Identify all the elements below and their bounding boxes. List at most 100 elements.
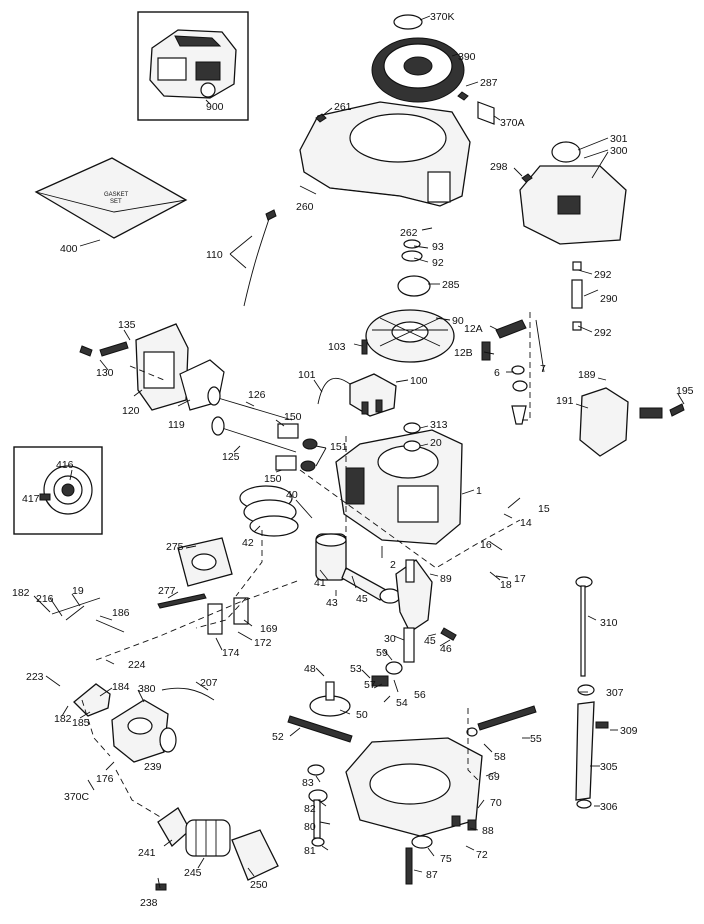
label-169: 169 [260, 623, 278, 635]
label-45-bottom: 45 [424, 635, 436, 647]
label-59: 59 [376, 647, 388, 659]
label-43: 43 [326, 597, 338, 609]
recoil-starter [371, 14, 469, 103]
cylinder-block [335, 422, 463, 545]
label-313: 313 [430, 419, 448, 431]
gasket-set-label-line-1: GASKET [104, 192, 129, 198]
cam-gear [287, 661, 403, 743]
engine-thumbnail [149, 29, 237, 99]
label-400: 400 [60, 243, 78, 255]
crankshaft [395, 559, 433, 663]
label-52: 52 [272, 731, 284, 743]
label-172: 172 [254, 637, 272, 649]
gasket-set-envelope: GASKET SET [34, 157, 188, 239]
label-41: 41 [314, 577, 326, 589]
gasket-set-label-line-2: SET [110, 199, 122, 205]
label-241: 241 [138, 847, 156, 859]
label-101: 101 [298, 369, 316, 381]
label-48: 48 [304, 663, 316, 675]
label-46: 46 [440, 643, 452, 655]
label-150-bottom: 150 [264, 473, 282, 485]
label-130: 130 [96, 367, 114, 379]
engine-base [345, 705, 537, 837]
label-305: 305 [600, 761, 618, 773]
fuel-tank [519, 141, 627, 245]
label-72: 72 [476, 849, 488, 861]
label-390: 390 [458, 51, 476, 63]
drain-plug [405, 815, 477, 885]
label-250: 250 [250, 879, 268, 891]
label-275: 275 [166, 541, 184, 553]
label-70: 70 [490, 797, 502, 809]
label-55: 55 [530, 733, 542, 745]
label-277: 277 [158, 585, 176, 597]
label-6: 6 [494, 367, 500, 379]
label-54: 54 [396, 697, 408, 709]
label-292-top: 292 [594, 269, 612, 281]
governor-linkage [481, 319, 528, 425]
label-92: 92 [432, 257, 444, 269]
label-14: 14 [520, 517, 532, 529]
label-93: 93 [432, 241, 444, 253]
ignition-screw [361, 339, 368, 355]
label-370A: 370A [500, 117, 525, 129]
label-176: 176 [96, 773, 114, 785]
label-301: 301 [610, 133, 628, 145]
blower-housing [299, 101, 495, 207]
label-15: 15 [538, 503, 550, 515]
label-50: 50 [356, 709, 368, 721]
label-307: 307 [606, 687, 624, 699]
fuel-line [571, 261, 583, 331]
flywheel-inset [39, 465, 93, 515]
label-245: 245 [184, 867, 202, 879]
label-89-top: 89 [440, 573, 452, 585]
label-900: 900 [206, 101, 224, 113]
label-300: 300 [610, 145, 628, 157]
crank-bolt [440, 627, 457, 641]
label-82: 82 [304, 803, 316, 815]
label-239: 239 [144, 761, 162, 773]
label-103: 103 [328, 341, 346, 353]
spark-plug-wire [243, 215, 271, 307]
label-224: 224 [128, 659, 146, 671]
muffler-gasket-a [207, 603, 223, 635]
pto-shaft [307, 764, 328, 847]
label-58: 58 [494, 751, 506, 763]
assembly-lines [81, 312, 531, 819]
label-12B: 12B [454, 347, 473, 359]
label-56: 56 [414, 689, 426, 701]
label-174: 174 [222, 647, 240, 659]
label-185: 185 [72, 717, 90, 729]
label-207: 207 [200, 677, 218, 689]
label-57: 57 [364, 679, 376, 691]
label-223: 223 [26, 671, 44, 683]
label-416: 416 [56, 459, 74, 471]
label-195: 195 [676, 385, 694, 397]
control-bracket [579, 387, 685, 457]
label-7: 7 [540, 363, 546, 375]
label-238: 238 [140, 897, 158, 909]
governor-link [95, 619, 125, 633]
label-20: 20 [430, 437, 442, 449]
label-285: 285 [442, 279, 460, 291]
label-16: 16 [480, 539, 492, 551]
piston [315, 533, 347, 581]
label-189: 189 [578, 369, 596, 381]
label-45-top: 45 [356, 593, 368, 605]
piston-rings [239, 485, 299, 537]
label-216: 216 [36, 593, 54, 605]
label-83: 83 [302, 777, 314, 789]
label-19: 19 [72, 585, 84, 597]
label-18: 18 [500, 579, 512, 591]
connecting-rod [341, 567, 401, 604]
label-290: 290 [600, 293, 618, 305]
governor-spring-a [51, 597, 101, 615]
label-370C: 370C [64, 791, 90, 803]
label-125: 125 [222, 451, 240, 463]
label-182-bottom: 182 [54, 713, 72, 725]
label-191: 191 [556, 395, 574, 407]
governor-spring-b [65, 605, 85, 621]
label-261: 261 [334, 101, 352, 113]
label-126: 126 [248, 389, 266, 401]
